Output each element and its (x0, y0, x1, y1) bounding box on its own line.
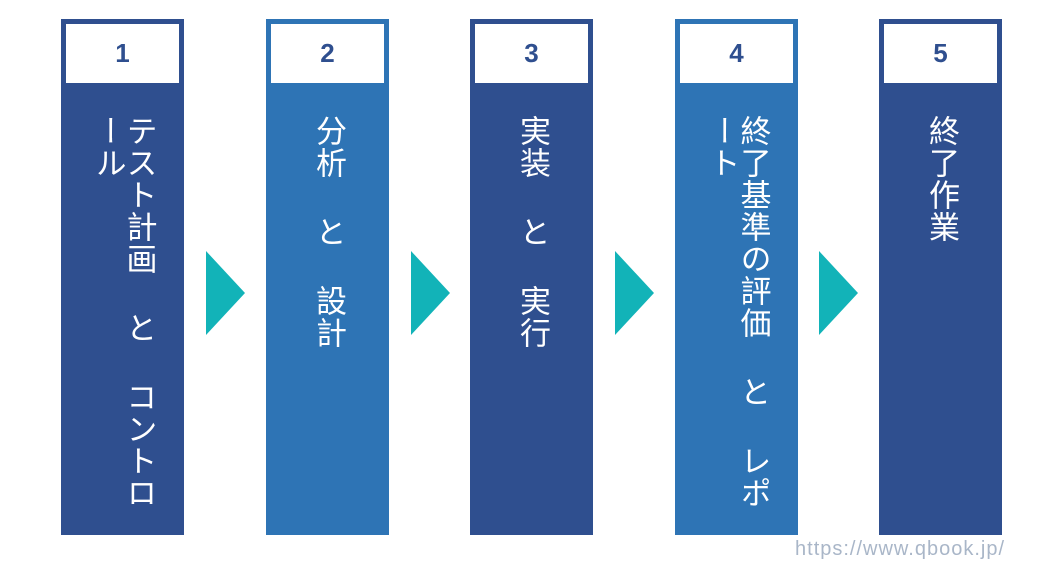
arrow-3-icon (615, 251, 654, 335)
step-1-body (61, 19, 184, 535)
step-3-body (470, 19, 593, 535)
step-2-number: 2 (271, 24, 384, 83)
step-5-body (879, 19, 1002, 535)
step-1-number: 1 (66, 24, 179, 83)
step-1: 1 テスト計画 と コントロール (61, 19, 184, 535)
step-3-number: 3 (475, 24, 588, 83)
step-4-number: 4 (680, 24, 793, 83)
step-2-label: 分析 と 設計 (310, 115, 346, 349)
step-2: 2 分析 と 設計 (266, 19, 389, 535)
watermark: https://www.qbook.jp/ (795, 538, 1005, 560)
arrow-1-icon (206, 251, 245, 335)
arrow-2-icon (411, 251, 450, 335)
step-4: 4 終了基準の評価 と レポート (675, 19, 798, 535)
step-1-label: テスト計画 と コントロール (89, 115, 157, 509)
step-4-label: 終了基準の評価 と レポート (703, 115, 771, 509)
step-5-number: 5 (884, 24, 997, 83)
step-2-body (266, 19, 389, 535)
step-3: 3 実装 と 実行 (470, 19, 593, 535)
step-5-label: 終了作業 (923, 115, 959, 243)
step-3-label: 実装 と 実行 (514, 115, 550, 349)
step-4-body (675, 19, 798, 535)
arrow-4-icon (819, 251, 858, 335)
step-5: 5 終了作業 (879, 19, 1002, 535)
